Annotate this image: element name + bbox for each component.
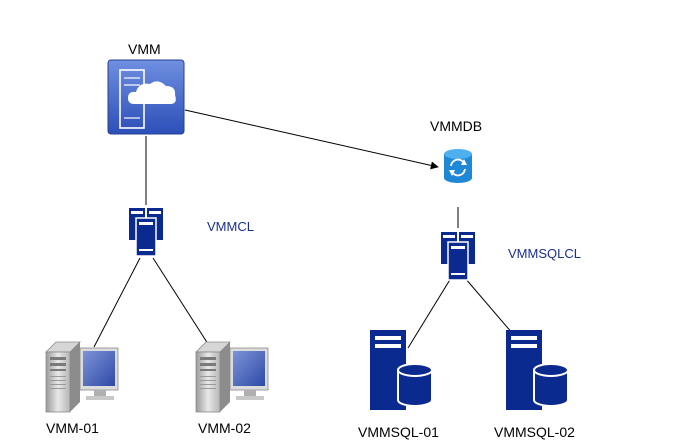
database-sync-icon bbox=[444, 149, 472, 183]
node-label-vmmcl: VMMCL bbox=[207, 219, 254, 234]
node-label-vmm: VMM bbox=[128, 41, 161, 57]
connector-vmmsqlcl-vmmsql01 bbox=[407, 277, 452, 349]
server-monitor-icon bbox=[195, 341, 269, 413]
connector-vmmcl-vmm01 bbox=[93, 257, 141, 348]
sql-server-icon bbox=[506, 330, 569, 410]
server-monitor-icon bbox=[45, 341, 119, 413]
node-label-vmmdb: VMMDB bbox=[430, 118, 483, 134]
connector-vmmcl-vmm02 bbox=[152, 257, 211, 348]
node-label-vmm01: VMM-01 bbox=[46, 420, 99, 436]
arrow-vmm-vmmdb bbox=[184, 109, 439, 170]
node-label-vmm02: VMM-02 bbox=[198, 420, 251, 436]
node-label-vmmsql01: VMMSQL-01 bbox=[358, 424, 439, 440]
node-label-vmmsqlcl: VMMSQLCL bbox=[508, 246, 581, 261]
cluster-icon bbox=[129, 208, 163, 257]
cloud-server-icon bbox=[107, 59, 185, 135]
cluster-icon bbox=[441, 232, 475, 281]
sql-server-icon bbox=[370, 330, 433, 410]
node-label-vmmsql02: VMMSQL-02 bbox=[494, 424, 575, 440]
